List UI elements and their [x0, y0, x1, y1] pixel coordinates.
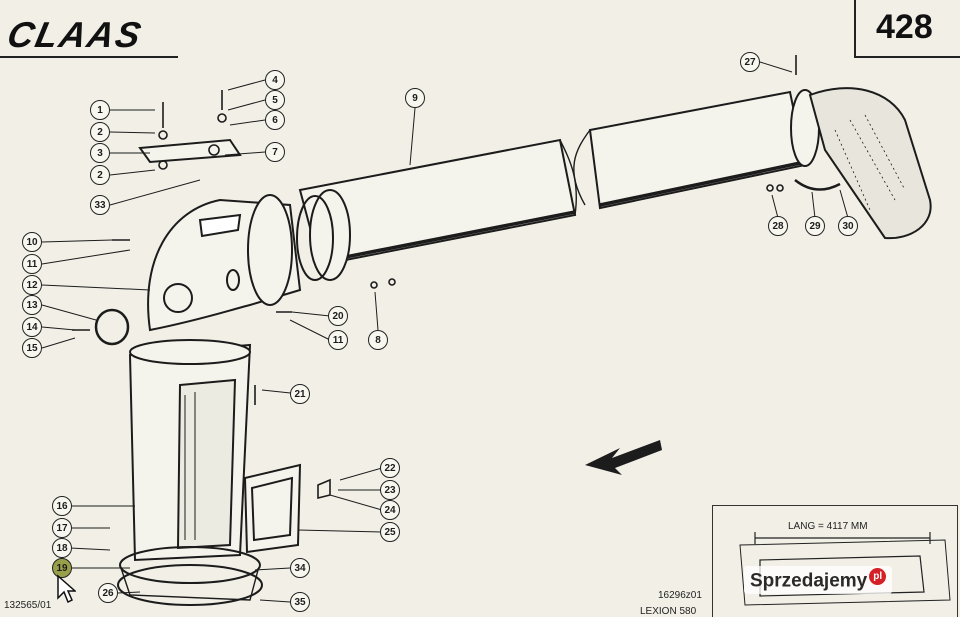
callout-5[interactable]: 5: [265, 90, 285, 110]
callout-11[interactable]: 11: [22, 254, 42, 274]
callout-29[interactable]: 29: [805, 216, 825, 236]
page-number-rule-bottom: [854, 56, 960, 58]
callout-33[interactable]: 33: [90, 195, 110, 215]
page-number: 428: [876, 8, 933, 46]
callout-8[interactable]: 8: [368, 330, 388, 350]
unloading-tube: [296, 89, 820, 281]
callout-24[interactable]: 24: [380, 500, 400, 520]
callout-4[interactable]: 4: [265, 70, 285, 90]
callout-1[interactable]: 1: [90, 100, 110, 120]
callout-27[interactable]: 27: [740, 52, 760, 72]
discharge-spout: [808, 87, 932, 240]
clamp-strap: [794, 179, 841, 191]
length-label: LANG = 4117 MM: [788, 521, 868, 532]
callout-11b[interactable]: 11: [328, 330, 348, 350]
callout-7[interactable]: 7: [265, 142, 285, 162]
callout-6[interactable]: 6: [265, 110, 285, 130]
callout-22[interactable]: 22: [380, 458, 400, 478]
mouse-cursor-icon: [57, 574, 76, 604]
model-label: LEXION 580: [640, 606, 697, 617]
detail-inset: [712, 505, 958, 617]
callout-26[interactable]: 26: [98, 583, 118, 603]
callout-23[interactable]: 23: [380, 480, 400, 500]
drawing-code-left: 132565/01: [4, 600, 52, 611]
drawing-code-right: 16296z01: [658, 590, 702, 601]
gasket-ring: [94, 308, 130, 346]
callout-35[interactable]: 35: [290, 592, 310, 612]
watermark-text: Sprzedajemy: [750, 570, 868, 592]
callout-25[interactable]: 25: [380, 522, 400, 542]
callout-17[interactable]: 17: [52, 518, 72, 538]
callout-30[interactable]: 30: [838, 216, 858, 236]
callout-21[interactable]: 21: [290, 384, 310, 404]
callout-16[interactable]: 16: [52, 496, 72, 516]
callout-9[interactable]: 9: [405, 88, 425, 108]
mount-bracket: [138, 138, 242, 164]
watermark-badge: pl: [869, 568, 887, 585]
callout-19[interactable]: 19: [52, 558, 72, 578]
callout-34[interactable]: 34: [290, 558, 310, 578]
callout-15[interactable]: 15: [22, 338, 42, 358]
callout-10[interactable]: 10: [22, 232, 42, 252]
callout-2[interactable]: 2: [90, 122, 110, 142]
lower-auger-tube: [117, 339, 263, 606]
elbow-housing: [147, 194, 302, 332]
callout-3[interactable]: 3: [90, 143, 110, 163]
callout-20[interactable]: 20: [328, 306, 348, 326]
page-number-rule-left: [854, 0, 856, 56]
callout-18[interactable]: 18: [52, 538, 72, 558]
callout-2b[interactable]: 2: [90, 165, 110, 185]
header-rule: [0, 56, 178, 58]
callout-28[interactable]: 28: [768, 216, 788, 236]
callout-12[interactable]: 12: [22, 275, 42, 295]
callout-14[interactable]: 14: [22, 317, 42, 337]
direction-arrow: [585, 440, 662, 475]
callout-13[interactable]: 13: [22, 295, 42, 315]
